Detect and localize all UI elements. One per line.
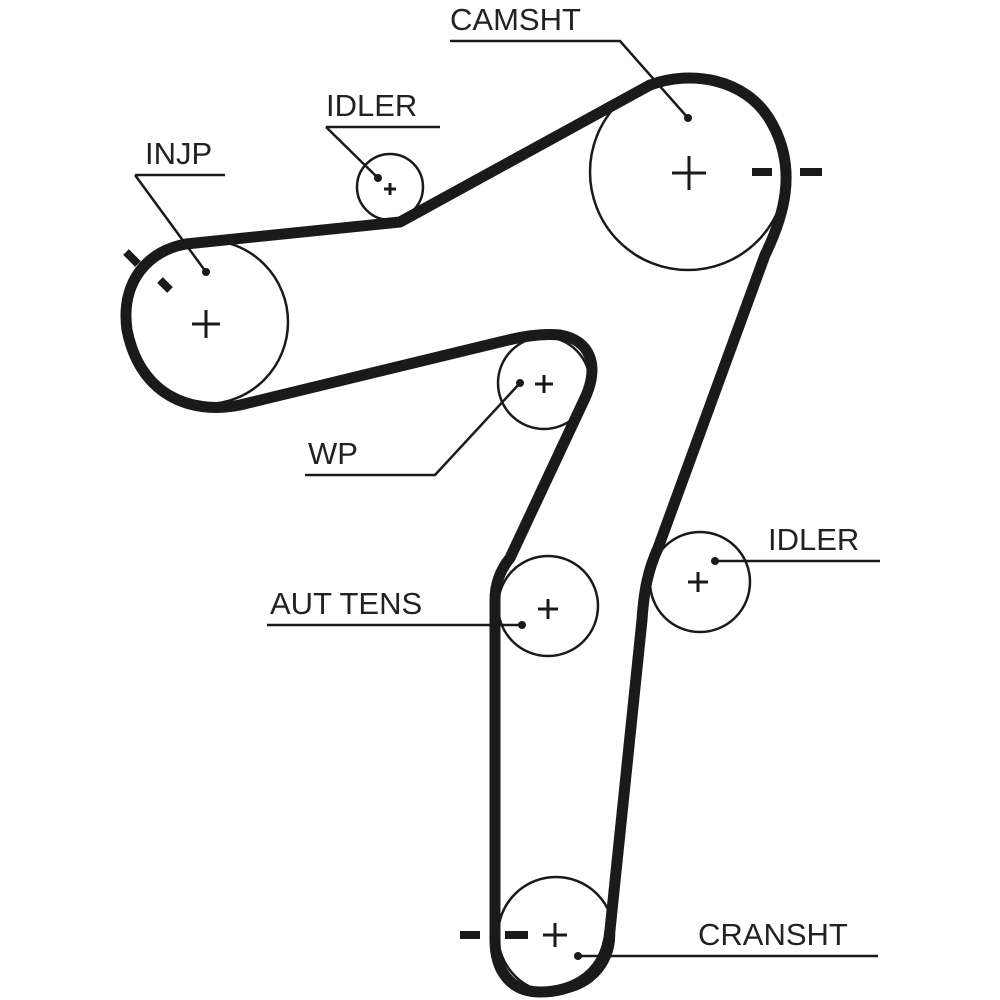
center-marks <box>192 156 708 947</box>
timing-marks <box>123 168 822 939</box>
injp-leader-dot <box>202 268 210 276</box>
idler-top-leader-dot <box>374 174 382 182</box>
idler-right-center-icon <box>688 572 708 592</box>
idler-right-leader-dot <box>711 557 719 565</box>
wp-leader <box>305 382 521 477</box>
injp-center-icon <box>192 310 220 338</box>
label-camshaft: CAMSHT <box>450 2 581 37</box>
aut-tens-leader-dot <box>518 621 526 629</box>
label-injection-pump: INJP <box>145 136 212 171</box>
label-crankshaft: CRANSHT <box>698 917 848 952</box>
camshaft-center-icon <box>672 156 706 190</box>
crank-center-icon <box>543 923 567 947</box>
label-idler-right: IDLER <box>768 522 859 557</box>
timing-belt <box>120 72 792 998</box>
idler-top-leader <box>325 125 440 179</box>
label-idler-top: IDLER <box>326 88 417 123</box>
camshaft-leader-dot <box>684 114 692 122</box>
label-water-pump: WP <box>308 436 358 471</box>
injp-timing-mark-icon <box>123 249 173 293</box>
label-auto-tensioner: AUT TENS <box>270 586 422 621</box>
idler-top-center-icon <box>384 183 396 195</box>
injp-leader <box>133 173 225 273</box>
tens-center-icon <box>538 599 558 619</box>
wp-leader-dot <box>516 379 524 387</box>
wp-center-icon <box>535 375 553 393</box>
crankshaft-leader-dot <box>574 952 582 960</box>
camshaft-leader <box>450 39 689 119</box>
